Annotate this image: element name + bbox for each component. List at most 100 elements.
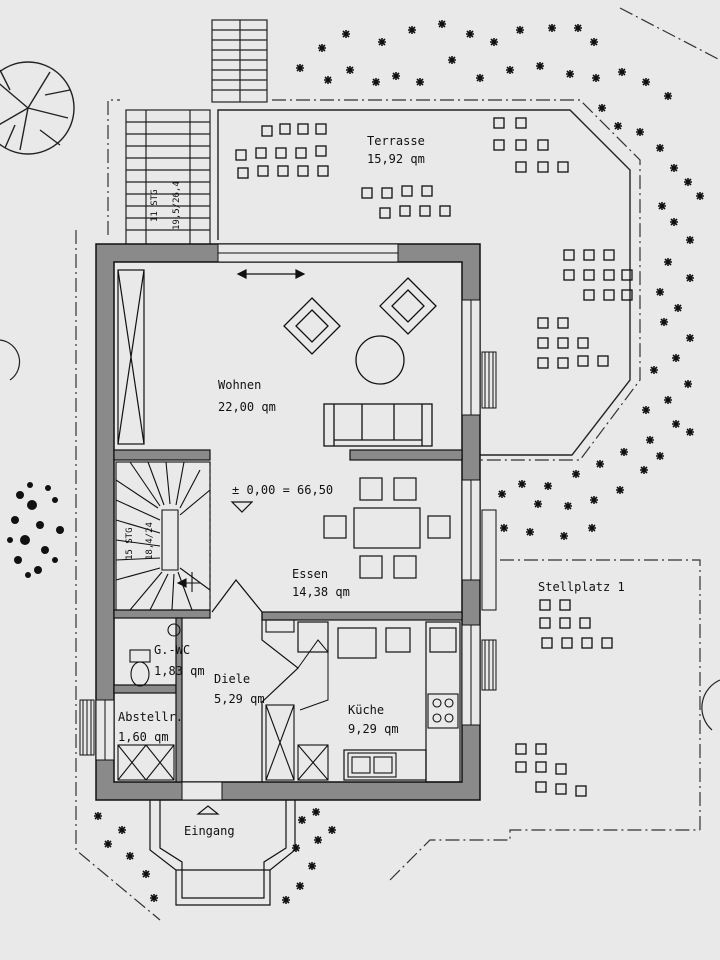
inner-stair-steps: 15 STG <box>125 527 135 560</box>
shrub-icon <box>686 236 694 244</box>
shrub-icon <box>372 78 380 86</box>
terrace-area: 15,92 qm <box>367 152 425 166</box>
sink-icon <box>347 752 397 778</box>
shrub-icon <box>616 486 624 494</box>
shrub-icon <box>672 354 680 362</box>
shrub-icon <box>686 428 694 436</box>
shrub-icon <box>598 104 606 112</box>
shrub-icon <box>642 78 650 86</box>
shrub-icon <box>636 128 644 136</box>
outer-stair-rise: 19,5/26,4 <box>172 181 182 230</box>
toilet-icon <box>129 649 151 687</box>
wall-cabinet <box>117 269 145 445</box>
shrub-icon <box>548 24 556 32</box>
coffee-table-icon <box>355 335 405 385</box>
shrub-icon <box>466 30 474 38</box>
hall-label: Diele <box>214 672 251 686</box>
living-room-label: Wohnen <box>218 378 262 392</box>
shrub-icon <box>346 66 354 74</box>
dining-label: Essen <box>292 567 329 581</box>
shrub-icon <box>342 30 350 38</box>
armchair-icon <box>379 277 437 335</box>
shrub-icon <box>560 532 568 540</box>
dining-area: 14,38 qm <box>292 585 350 599</box>
dimension-arrow <box>236 269 306 279</box>
sofa-icon <box>323 403 433 447</box>
shrub-icon <box>150 894 158 902</box>
shrub-icon <box>686 274 694 282</box>
chair-icon <box>323 477 451 579</box>
shrub-icon <box>640 466 648 474</box>
kitchen-label: Küche <box>348 703 385 717</box>
shrub-icon <box>506 66 514 74</box>
shrub-icon <box>392 72 400 80</box>
shrub-icon <box>536 62 544 70</box>
shrub-icon <box>574 24 582 32</box>
shrub-icon <box>590 38 598 46</box>
shrub-icon <box>328 826 336 834</box>
shrub-icon <box>672 420 680 428</box>
shrub-icon <box>518 480 526 488</box>
entrance-label: Eingang <box>184 824 235 838</box>
shrub-icon <box>526 528 534 536</box>
kitchen-cabinet <box>265 619 329 781</box>
shrub-icon <box>588 524 596 532</box>
shrub-icon <box>564 502 572 510</box>
shrub-icon <box>660 318 668 326</box>
shrub-icon <box>104 840 112 848</box>
shrub-icon <box>296 882 304 890</box>
storage-shelf <box>117 744 175 781</box>
shrub-icon <box>696 192 704 200</box>
shrub-icon <box>292 844 300 852</box>
shrub-icon <box>516 26 524 34</box>
shrub-icon <box>684 178 692 186</box>
shrub-icon <box>656 288 664 296</box>
shrub-icon <box>476 74 484 82</box>
shrub-icon <box>642 406 650 414</box>
shrub-icon <box>650 366 658 374</box>
living-room-area: 22,00 qm <box>218 400 276 414</box>
shrub-icon <box>592 74 600 82</box>
shrub-icon <box>572 470 580 478</box>
level-marker-icon <box>230 501 254 513</box>
shrub-icon <box>296 64 304 72</box>
tree-icon <box>701 679 720 731</box>
shrub-icon <box>658 202 666 210</box>
shrub-icon <box>94 812 102 820</box>
shrub-icon <box>298 816 306 824</box>
storage-label: Abstellr. <box>118 710 184 724</box>
hall-wall <box>211 579 299 782</box>
shrub-icon <box>500 524 508 532</box>
washbasin-icon <box>167 623 181 637</box>
kitchen-wall <box>297 639 329 711</box>
entrance-porch <box>149 800 296 906</box>
shrub-icon <box>646 436 654 444</box>
shrub-icon <box>534 500 542 508</box>
shrub-icon <box>674 304 682 312</box>
exterior-shutters <box>79 351 497 756</box>
shrub-icon <box>670 218 678 226</box>
shrub-icon <box>498 490 506 498</box>
shrub-icon <box>686 334 694 342</box>
shrub-icon <box>314 836 322 844</box>
armchair-icon <box>283 297 341 355</box>
shrub-icon <box>670 164 678 172</box>
shrub-icon <box>408 26 416 34</box>
shrub-icon <box>126 852 134 860</box>
shrub-icon <box>490 38 498 46</box>
window-lines <box>104 252 472 760</box>
hall-area: 5,29 qm <box>214 692 265 706</box>
shrub-icon <box>684 380 692 388</box>
tree-icon <box>0 61 75 155</box>
shrub-icon <box>312 808 320 816</box>
shrub-icon <box>590 496 598 504</box>
kitchen-counter <box>297 621 461 783</box>
shrub-icon <box>318 44 326 52</box>
shrub-icon <box>7 482 64 578</box>
shrub-icon <box>596 460 604 468</box>
shrub-icon <box>118 826 126 834</box>
inner-staircase <box>115 461 211 611</box>
shrub-icon <box>566 70 574 78</box>
wc-label: G.-WC <box>154 643 191 657</box>
shrub-icon <box>324 76 332 84</box>
